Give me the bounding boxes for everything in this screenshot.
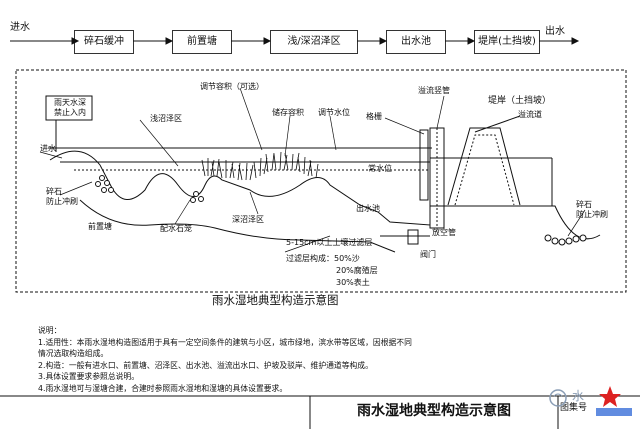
watermark-logo: 水 [549, 386, 632, 416]
notes-line-1: 1.适用性：本雨水湿地构造图适用于具有一定空间条件的建筑与小区，城市绿地，滨水带… [38, 337, 412, 347]
flow-step-marsh: 浅/深沼泽区 [270, 30, 358, 54]
svg-text:水: 水 [572, 389, 584, 403]
subsoil-line [79, 199, 396, 253]
overflow-channel-label: 溢流道 [518, 110, 542, 119]
drain-pipe-label: 放空管 [432, 228, 456, 237]
flow-end-label: 出水 [545, 26, 565, 37]
filter-humus-label: 20%腐殖层 [336, 266, 378, 275]
valve-shape [407, 229, 419, 245]
gravel-left [95, 175, 204, 203]
diagram-caption: 雨水湿地典型构造示意图 [212, 293, 339, 307]
flow-arrows [10, 37, 580, 45]
warning-sign [45, 95, 93, 152]
notes-block: 说明： 1.适用性：本雨水湿地构造图适用于具有一定空间条件的建筑与小区，城市绿地… [38, 325, 412, 394]
wetland-cross-section [10, 37, 627, 293]
filter-topsoil-label: 30%表土 [336, 278, 370, 287]
regulating-level-label: 调节水位 [318, 108, 350, 117]
gravel-right-label: 碎石 防止冲刷 [576, 200, 608, 219]
filter-composition-label: 过滤层构成：50%沙 [286, 254, 360, 263]
notes-line-3: 2.构造：一般有进水口、前置塘、沼泽区、出水池、溢流出水口、护坡及驳岸、维护通道… [38, 360, 373, 370]
embankment-label: 堤岸（土挡坡） [488, 96, 552, 106]
normal-level-label: 常水位 [368, 164, 392, 173]
outlet-pool-label: 出水池 [356, 204, 380, 213]
sheet-number-label: 图集号 [560, 403, 588, 413]
notes-line-4: 3.具体设置要求参照总说明。 [38, 372, 140, 381]
subsoil-label: 5-15cm以上土壤过滤层 [286, 238, 373, 247]
deep-marsh-label: 深沼泽区 [232, 215, 264, 224]
flow-start-label: 进水 [10, 22, 30, 33]
title-block-title: 雨水湿地典型构造示意图 [357, 403, 511, 419]
marsh-vegetation [201, 151, 319, 181]
diagram-frame [15, 69, 627, 293]
riprap-cage-label: 配水石笼 [160, 224, 192, 233]
flow-step-embankment: 堤岸(土挡坡) [474, 30, 540, 54]
inflow-label: 进水 [40, 144, 56, 153]
grille-label: 格栅 [366, 112, 382, 121]
sign-label: 雨天水深 禁止入内 [54, 98, 86, 117]
regulating-volume-label: 调节容积（可选） [200, 82, 264, 91]
valve-label: 阀门 [420, 250, 436, 259]
notes-line-2: 情况选取构造组成。 [38, 349, 109, 358]
forebay-label: 前置塘 [88, 222, 112, 231]
leader-lines [39, 87, 586, 253]
shallow-marsh-label: 浅沼泽区 [150, 114, 182, 123]
storage-volume-label: 储存容积 [272, 108, 304, 117]
overflow-riser-label: 溢流竖管 [418, 86, 450, 95]
notes-line-5: 4.雨水湿地可与湿塘合建，合建时参照雨水湿地和湿塘的具体设置要求。 [38, 383, 288, 393]
overflow-pointer [474, 115, 521, 133]
ground-profile [49, 150, 431, 226]
flow-step-forebay: 前置塘 [172, 30, 232, 54]
gravel-left-label: 碎石 防止冲刷 [46, 187, 78, 206]
flow-step-outlet-pool: 出水池 [386, 30, 446, 54]
notes-heading: 说明： [38, 326, 62, 335]
outfall-slope [515, 205, 601, 240]
gravel-right [544, 234, 587, 246]
